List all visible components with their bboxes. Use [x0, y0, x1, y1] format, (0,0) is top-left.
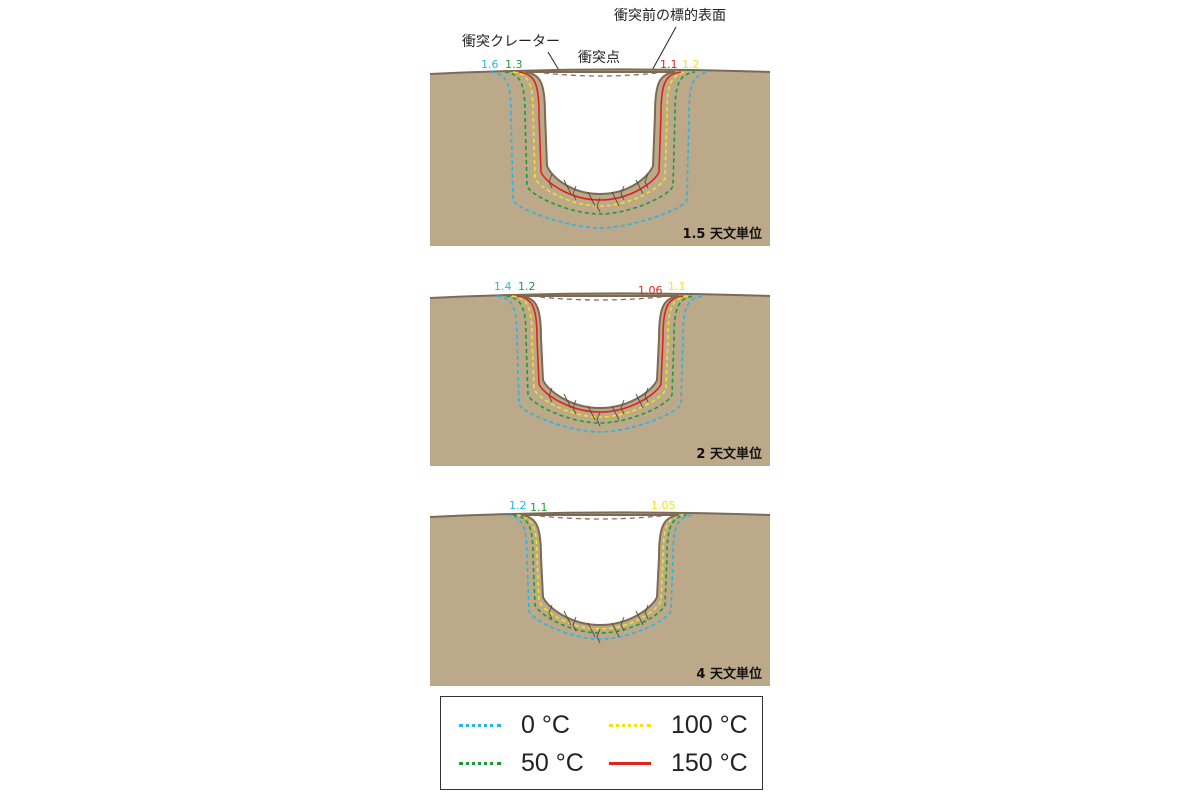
legend-label-100c: 100 °C	[671, 711, 748, 739]
legend-label-0c: 0 °C	[521, 711, 570, 739]
isotherm-red	[518, 71, 682, 201]
fracture-line	[620, 616, 625, 632]
legend: 0 °C 100 °C 50 °C 150 °C	[440, 696, 763, 790]
ground-surface-line	[429, 292, 771, 299]
isotherm-depth-label: 1.2	[682, 58, 700, 71]
crater-panel-2: 1.4 1.2 1.06 1.1 2 天文単位	[429, 280, 771, 466]
fracture-line	[563, 393, 572, 409]
isotherm-cyan	[490, 71, 710, 229]
fracture-line	[620, 399, 625, 415]
fracture-line	[587, 405, 596, 421]
legend-label-50c: 50 °C	[521, 749, 584, 777]
isotherm-yellow	[512, 71, 688, 207]
ground-surface-line	[429, 511, 771, 518]
isotherm-depth-label: 1.06	[638, 284, 663, 297]
ground-surface-line	[429, 68, 771, 75]
fracture-line	[596, 197, 601, 213]
isotherm-depth-label: 1.6	[481, 58, 499, 71]
legend-swatch-150c	[609, 762, 651, 765]
fracture-line	[572, 399, 577, 415]
distance-label: 2 天文単位	[696, 446, 762, 462]
isotherm-green	[504, 71, 696, 215]
isotherm-depth-label: 1.2	[518, 280, 536, 293]
isotherm-cyan	[496, 295, 704, 433]
fracture-line	[548, 173, 553, 189]
isotherm-depth-label: 1.1	[668, 280, 686, 293]
crater-cavity	[520, 295, 680, 410]
crater-panel-1: 1.6 1.3 1.1 1.2 1.5 天文単位	[429, 58, 771, 246]
fracture-line	[548, 387, 553, 403]
fracture-line	[611, 191, 620, 207]
fracture-line	[572, 616, 577, 632]
fracture-line	[635, 393, 644, 409]
fracture-line	[635, 610, 644, 626]
isotherm-yellow	[516, 514, 684, 630]
isotherm-depth-label: 1.2	[509, 499, 527, 512]
crater-cavity	[524, 71, 676, 196]
fracture-line	[611, 405, 620, 421]
isotherm-depth-label: 1.05	[651, 499, 676, 512]
legend-item-150c: 150 °C	[609, 749, 748, 778]
isotherm-green	[512, 514, 688, 634]
fracture-line	[620, 185, 625, 201]
fracture-line	[611, 622, 620, 638]
distance-label: 1.5 天文単位	[682, 226, 762, 242]
crater-cavity	[520, 514, 680, 627]
legend-swatch-50c	[459, 762, 501, 765]
legend-item-0c: 0 °C	[459, 711, 570, 740]
isotherm-cyan	[506, 514, 694, 640]
legend-item-100c: 100 °C	[609, 711, 748, 740]
fracture-line	[563, 610, 572, 626]
isotherm-depth-label: 1.4	[494, 280, 512, 293]
legend-swatch-100c	[609, 724, 651, 727]
isotherm-depth-label: 1.3	[505, 58, 523, 71]
pre-impact-surface	[534, 71, 666, 77]
annotations: 衝突クレーター 衝突点 衝突前の標的表面	[462, 7, 726, 103]
legend-item-50c: 50 °C	[459, 749, 584, 778]
fracture-line	[587, 622, 596, 638]
fracture-line	[644, 173, 649, 189]
isotherm-depth-label: 1.1	[530, 501, 548, 514]
fracture-line	[587, 191, 596, 207]
legend-label-150c: 150 °C	[671, 749, 748, 777]
fracture-line	[596, 411, 601, 427]
fracture-line	[644, 387, 649, 403]
legend-swatch-0c	[459, 724, 501, 727]
annotation-impact-point: 衝突点	[578, 50, 620, 66]
fracture-line	[572, 185, 577, 201]
annotation-original-surface: 衝突前の標的表面	[614, 7, 726, 24]
annotation-crater: 衝突クレーター	[462, 34, 560, 50]
fracture-line	[635, 179, 644, 195]
fracture-line	[596, 628, 601, 644]
distance-label: 4 天文単位	[696, 666, 762, 682]
fracture-line	[563, 179, 572, 195]
isotherm-depth-label: 1.1	[660, 58, 678, 71]
isotherm-green	[505, 295, 695, 424]
fracture-line	[548, 604, 553, 620]
annotation-original-surface-leader	[649, 26, 677, 75]
fracture-line	[644, 604, 649, 620]
isotherm-yellow	[511, 295, 689, 418]
